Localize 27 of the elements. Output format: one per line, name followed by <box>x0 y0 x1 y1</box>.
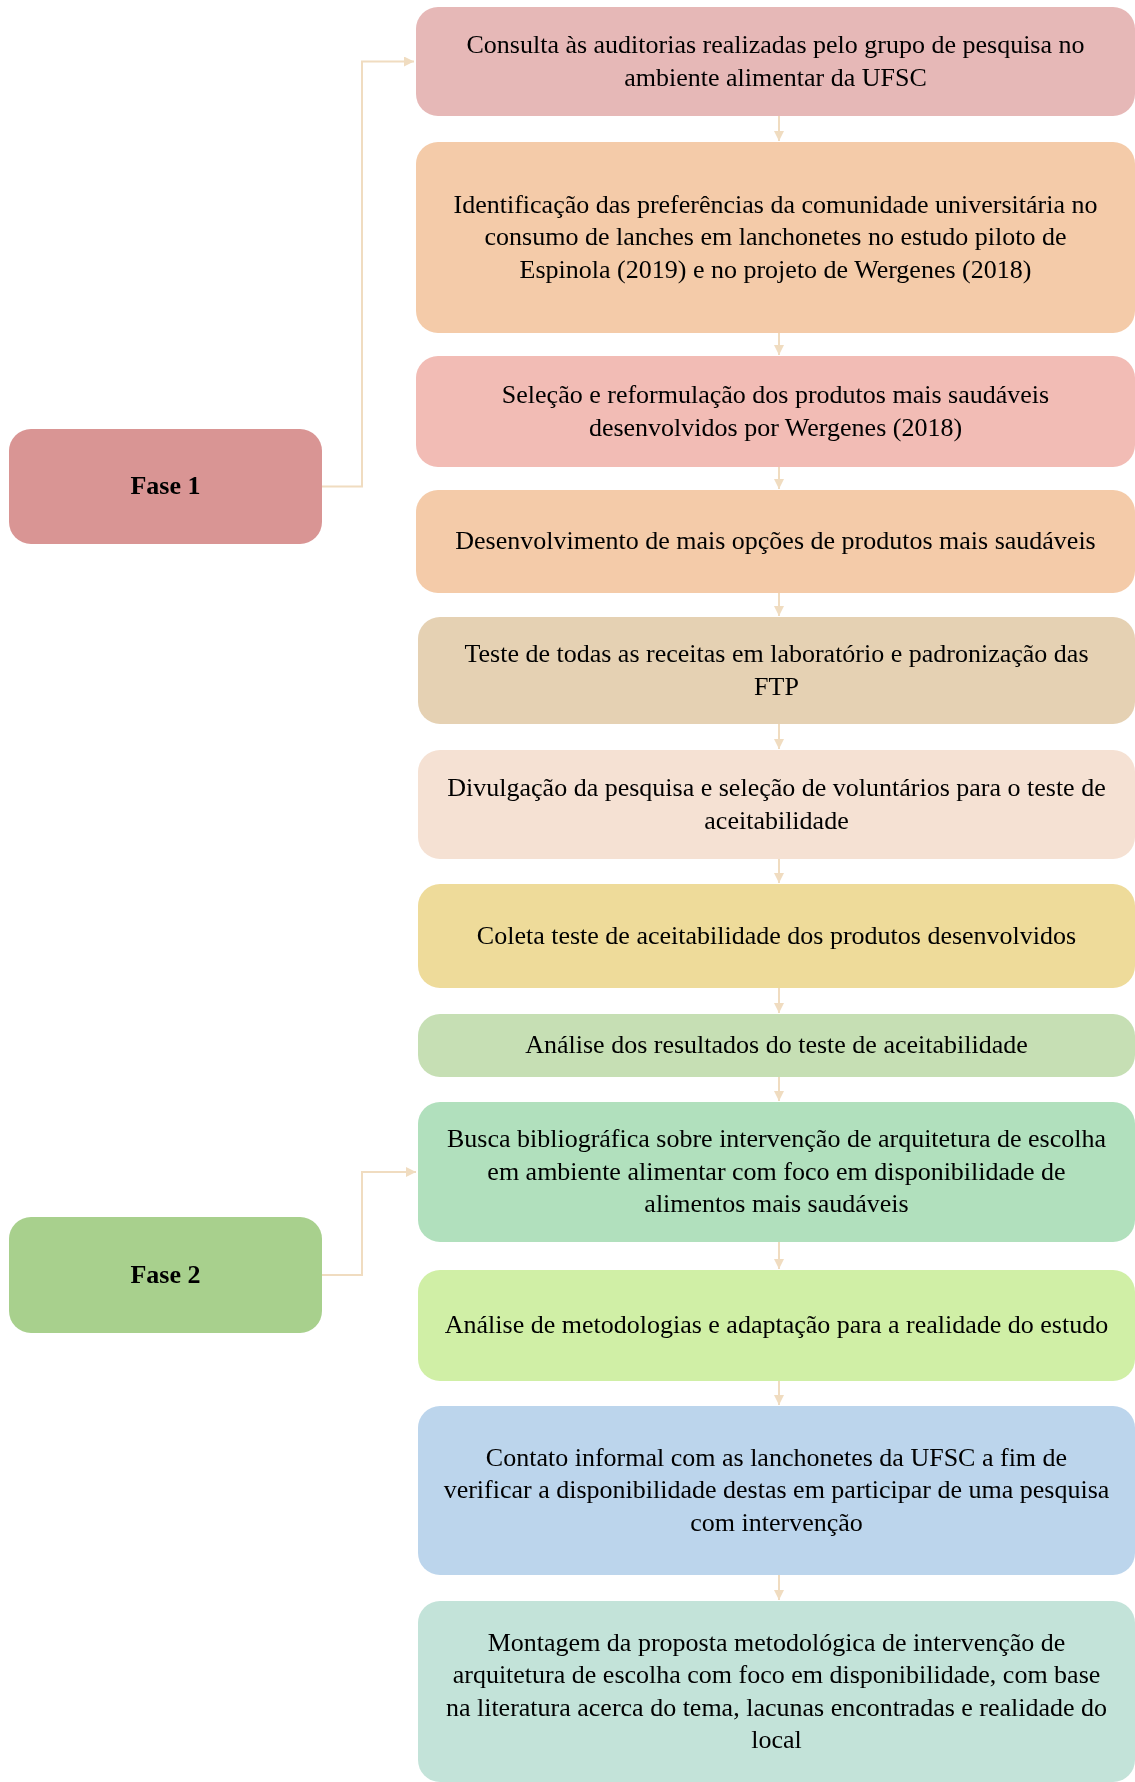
step-box: Teste de todas as receitas em laboratório e padronização das FTP <box>418 617 1135 724</box>
arrow <box>774 115 784 142</box>
step-box: Análise dos resultados do teste de aceitabilidade <box>418 1014 1135 1077</box>
step-box: Seleção e reformulação dos produtos mais saudáveis desenvolvidos por Wergenes (2018) <box>416 356 1135 467</box>
arrow <box>774 1574 784 1601</box>
phase-box: Fase 1 <box>9 429 322 544</box>
arrow <box>774 332 784 356</box>
arrow <box>774 1241 784 1270</box>
step-box: Desenvolvimento de mais opções de produtos mais saudáveis <box>416 490 1135 593</box>
step-box: Divulgação da pesquisa e seleção de voluntários para o teste de aceitabilidade <box>418 750 1135 859</box>
step-box: Análise de metodologias e adaptação para a realidade do estudo <box>418 1270 1135 1381</box>
step-box: Busca bibliográfica sobre intervenção de arquitetura de escolha em ambiente alimentar com foco em disponibilidade de alimentos mais saudáveis <box>418 1102 1135 1242</box>
phase-box: Fase 2 <box>9 1217 322 1333</box>
step-box: Identificação das preferências da comunidade universitária no consumo de lanches em lanchonetes no estudo piloto de Espinola (2019) e no projeto de Wergenes (2018) <box>416 142 1135 333</box>
arrow <box>774 723 784 750</box>
step-box: Contato informal com as lanchonetes da UFSC a fim de verificar a disponibilidade destas em participar de uma pesquisa com intervenção <box>418 1406 1135 1575</box>
arrow <box>321 1167 417 1276</box>
arrow <box>774 987 784 1014</box>
arrow <box>774 858 784 884</box>
arrow <box>774 1076 784 1102</box>
step-box: Coleta teste de aceitabilidade dos produtos desenvolvidos <box>418 884 1135 988</box>
step-box: Montagem da proposta metodológica de intervenção de arquitetura de escolha com foco em disponibilidade, com base na literatura acerca do tema, lacunas encontradas e realidade do local <box>418 1601 1135 1782</box>
arrow <box>774 592 784 617</box>
arrow <box>774 1380 784 1406</box>
arrow <box>774 466 784 490</box>
step-box: Consulta às auditorias realizadas pelo grupo de pesquisa no ambiente alimentar da UFSC <box>416 7 1135 116</box>
arrow <box>321 56 415 488</box>
